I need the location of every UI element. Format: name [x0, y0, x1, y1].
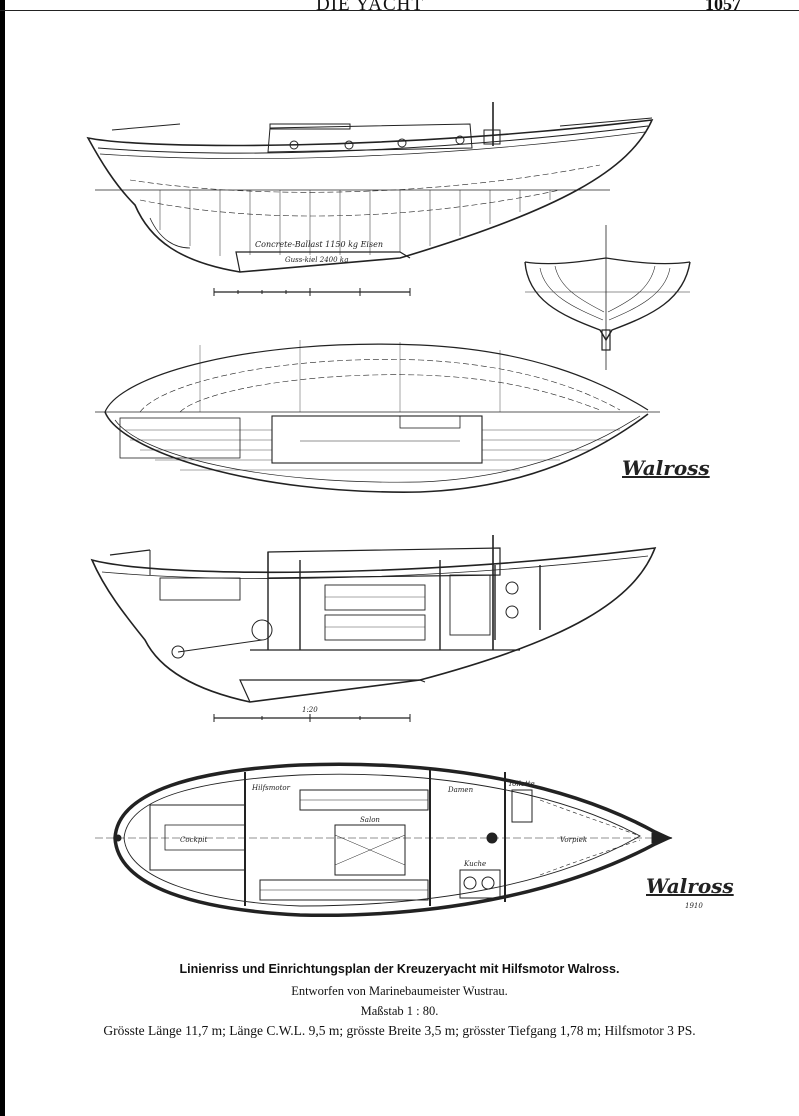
body-plan [524, 225, 691, 370]
scan-edge [0, 0, 5, 1116]
running-head: DIE YACHT [315, 0, 425, 15]
room-toilette: Toilette [508, 780, 535, 788]
sheer-profile [86, 102, 654, 296]
half-breadth-plan [95, 340, 660, 493]
half-breadth-yacht-name: Walross [622, 456, 710, 480]
room-vorpiek: Vorpiek [560, 836, 587, 844]
scale-line: Maßstab 1 : 80. [360, 1004, 439, 1018]
dimensions-line: Grösste Länge 11,7 m; Länge C.W.L. 9,5 m… [103, 1023, 696, 1038]
deck-plan-year: 1910 [685, 902, 703, 910]
room-damen: Damen [447, 786, 474, 794]
keel-weight-label: Guss-kiel 2400 kg [285, 256, 349, 264]
room-cockpit: Cockpit [180, 836, 207, 844]
designer-line: Entworfen von Marinebaumeister Wustrau. [291, 984, 508, 998]
room-kueche: Kuche [463, 860, 486, 868]
plate-title: Linienriss und Einrichtungsplan der Kreu… [179, 962, 620, 976]
scale-bar-label: 1:20 [302, 706, 318, 714]
header-rule [0, 10, 799, 11]
room-hilfsmotor: Hilfsmotor [251, 784, 291, 792]
interior-profile [90, 535, 657, 722]
ballast-label: Concrete-Ballast 1150 kg Eisen [255, 240, 383, 249]
room-salon: Salon [360, 816, 380, 824]
deck-plan-yacht-name: Walross [646, 874, 734, 898]
deck-plan [95, 762, 673, 918]
